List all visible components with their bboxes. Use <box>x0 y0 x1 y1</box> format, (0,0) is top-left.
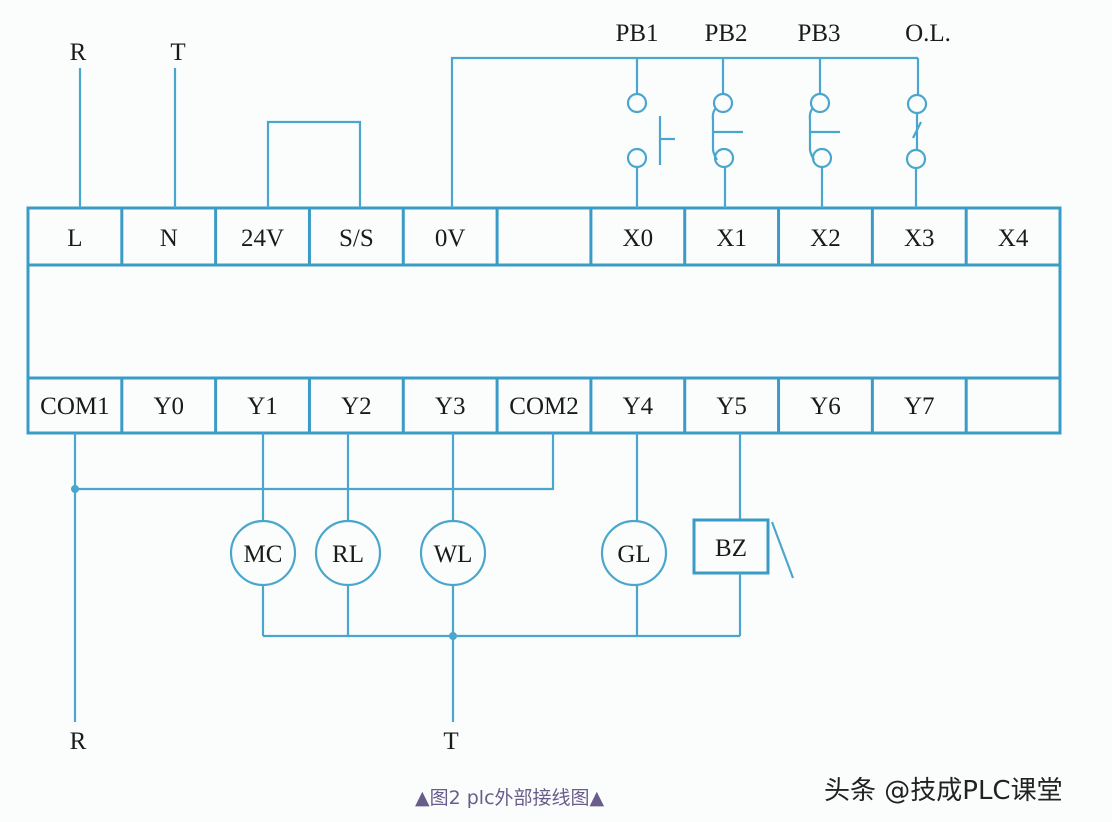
figure-caption: ▲图2 plc外部接线图▲ <box>415 787 605 809</box>
svg-text:MC: MC <box>244 541 283 568</box>
terminal-y4: Y4 <box>623 393 654 420</box>
plc-body <box>26 206 1062 435</box>
overload-ol-symbol <box>905 58 928 208</box>
wire-com1-com2 <box>75 433 555 491</box>
terminal-x3: X3 <box>904 225 935 252</box>
terminal-y5: Y5 <box>716 393 747 420</box>
load-gl: GL <box>600 519 668 587</box>
terminal-y1: Y1 <box>247 393 278 420</box>
pushbutton-pb1-symbol <box>626 58 675 208</box>
load-mc: MC <box>229 519 297 587</box>
svg-text:RL: RL <box>332 541 364 568</box>
terminal-y3: Y3 <box>435 393 466 420</box>
terminal-24v: 24V <box>241 225 284 252</box>
wire-0v-bus <box>450 56 918 208</box>
jumper-24v-ss <box>266 120 362 208</box>
label-r-top: R <box>70 39 87 66</box>
svg-text:WL: WL <box>434 541 473 568</box>
junction-dot <box>71 485 79 493</box>
svg-text:GL: GL <box>617 541 650 568</box>
label-pb2: PB2 <box>704 20 747 47</box>
junction-dot <box>449 632 457 640</box>
svg-text:BZ: BZ <box>715 535 747 562</box>
label-r-bottom: R <box>70 728 87 755</box>
label-t-top: T <box>170 39 185 66</box>
terminal-ss: S/S <box>339 225 374 252</box>
terminal-com2: COM2 <box>509 393 578 420</box>
terminal-dividers <box>120 208 968 433</box>
label-pb3: PB3 <box>797 20 840 47</box>
load-wl: WL <box>419 519 487 587</box>
pushbutton-pb2-symbol <box>711 58 743 208</box>
load-rl: RL <box>314 519 382 587</box>
terminal-y6: Y6 <box>810 393 841 420</box>
pushbutton-pb3-symbol <box>808 58 840 208</box>
terminal-0v: 0V <box>435 225 466 252</box>
watermark: 头条 @技成PLC课堂 <box>824 776 1063 806</box>
terminal-x4: X4 <box>998 225 1029 252</box>
terminal-x1: X1 <box>716 225 747 252</box>
terminal-com1: COM1 <box>40 393 109 420</box>
terminal-n: N <box>160 225 178 252</box>
label-pb1: PB1 <box>615 20 658 47</box>
terminal-x2: X2 <box>810 225 841 252</box>
label-t-bottom: T <box>443 728 458 755</box>
bottom-terminal-labels: COM1 Y0 Y1 Y2 Y3 COM2 Y4 Y5 Y6 Y7 <box>40 393 934 420</box>
terminal-x0: X0 <box>623 225 654 252</box>
label-ol: O.L. <box>905 20 951 47</box>
terminal-y2: Y2 <box>341 393 372 420</box>
top-terminal-labels: L N 24V S/S 0V X0 X1 X2 X3 X4 <box>67 225 1029 252</box>
terminal-y0: Y0 <box>153 393 184 420</box>
load-bz: BZ <box>692 518 795 579</box>
terminal-l: L <box>67 225 82 252</box>
terminal-y7: Y7 <box>904 393 935 420</box>
